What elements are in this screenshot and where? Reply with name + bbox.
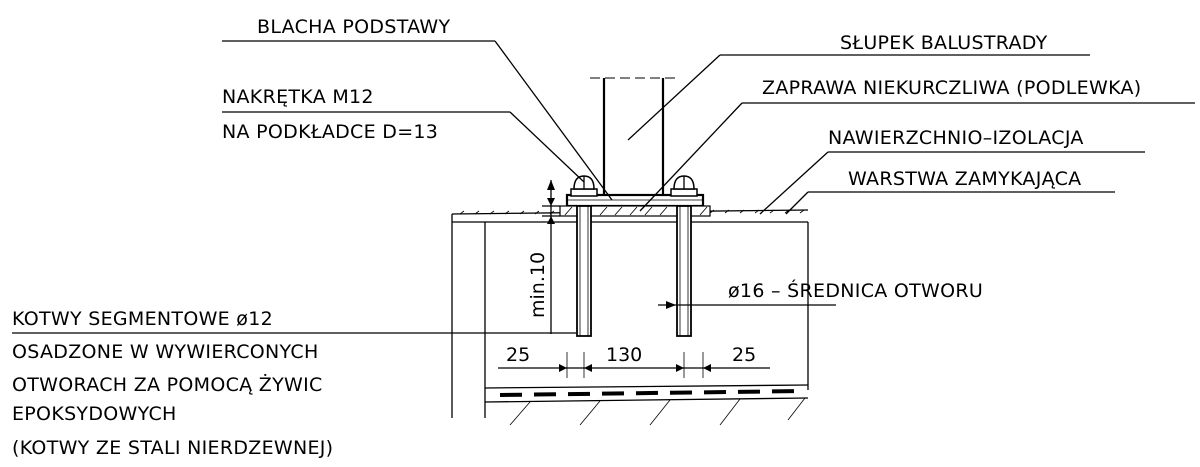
label-closing-layer: WARSTWA ZAMYKAJĄCA — [785, 168, 1115, 215]
label-anchors: KOTWY SEGMENTOWE ø12 OSADZONE W WYWIERCO… — [12, 308, 576, 459]
anchor-left — [570, 175, 598, 337]
grout-layer — [559, 205, 711, 217]
anchors-label-line3: OTWORACH ZA POMOCĄ ŻYWIC — [12, 373, 323, 396]
label-grout: ZAPRAWA NIEKURCZLIWA (PODLEWKA) — [639, 77, 1195, 212]
nut-label-line2: NA PODKŁADCE D=13 — [222, 121, 438, 143]
dimension-embed-depth: min.10 — [527, 180, 560, 334]
dimension-horizontal: 25 130 25 — [498, 344, 770, 378]
anchors-label-line4: EPOKSYDOWYCH — [12, 403, 177, 425]
label-base-plate: BLACHA PODSTAWY — [222, 16, 613, 201]
deck-section — [451, 209, 809, 426]
base-plate-label: BLACHA PODSTAWY — [257, 16, 450, 38]
label-hole-diameter: ø16 – ŚREDNICA OTWORU — [658, 278, 983, 309]
grout-label: ZAPRAWA NIEKURCZLIWA (PODLEWKA) — [762, 77, 1142, 99]
anchor-right — [670, 175, 698, 337]
surface-insulation-label: NAWIERZCHNIO–IZOLACJA — [828, 127, 1084, 149]
anchors-label-line1: KOTWY SEGMENTOWE ø12 — [12, 308, 273, 330]
embed-depth-label: min.10 — [527, 252, 549, 318]
anchors-label-line2: OSADZONE W WYWIERCONYCH — [12, 341, 319, 363]
railing-post — [590, 77, 678, 195]
dim-right-edge: 25 — [732, 344, 756, 366]
hole-diameter-label: ø16 – ŚREDNICA OTWORU — [728, 278, 983, 302]
post-label: SŁUPEK BALUSTRADY — [840, 32, 1048, 54]
dim-left-edge: 25 — [506, 344, 530, 366]
anchors-label-line5: (KOTWY ZE STALI NIERDZEWNEJ) — [12, 437, 333, 459]
closing-layer-label: WARSTWA ZAMYKAJĄCA — [848, 168, 1081, 190]
label-surface-insulation: NAWIERZCHNIO–IZOLACJA — [759, 127, 1145, 215]
nut-label-line1: NAKRĘTKA M12 — [222, 86, 374, 108]
label-nut: NAKRĘTKA M12 NA PODKŁADCE D=13 — [222, 86, 585, 183]
label-post: SŁUPEK BALUSTRADY — [627, 32, 1090, 141]
dim-anchor-spacing: 130 — [606, 344, 642, 366]
